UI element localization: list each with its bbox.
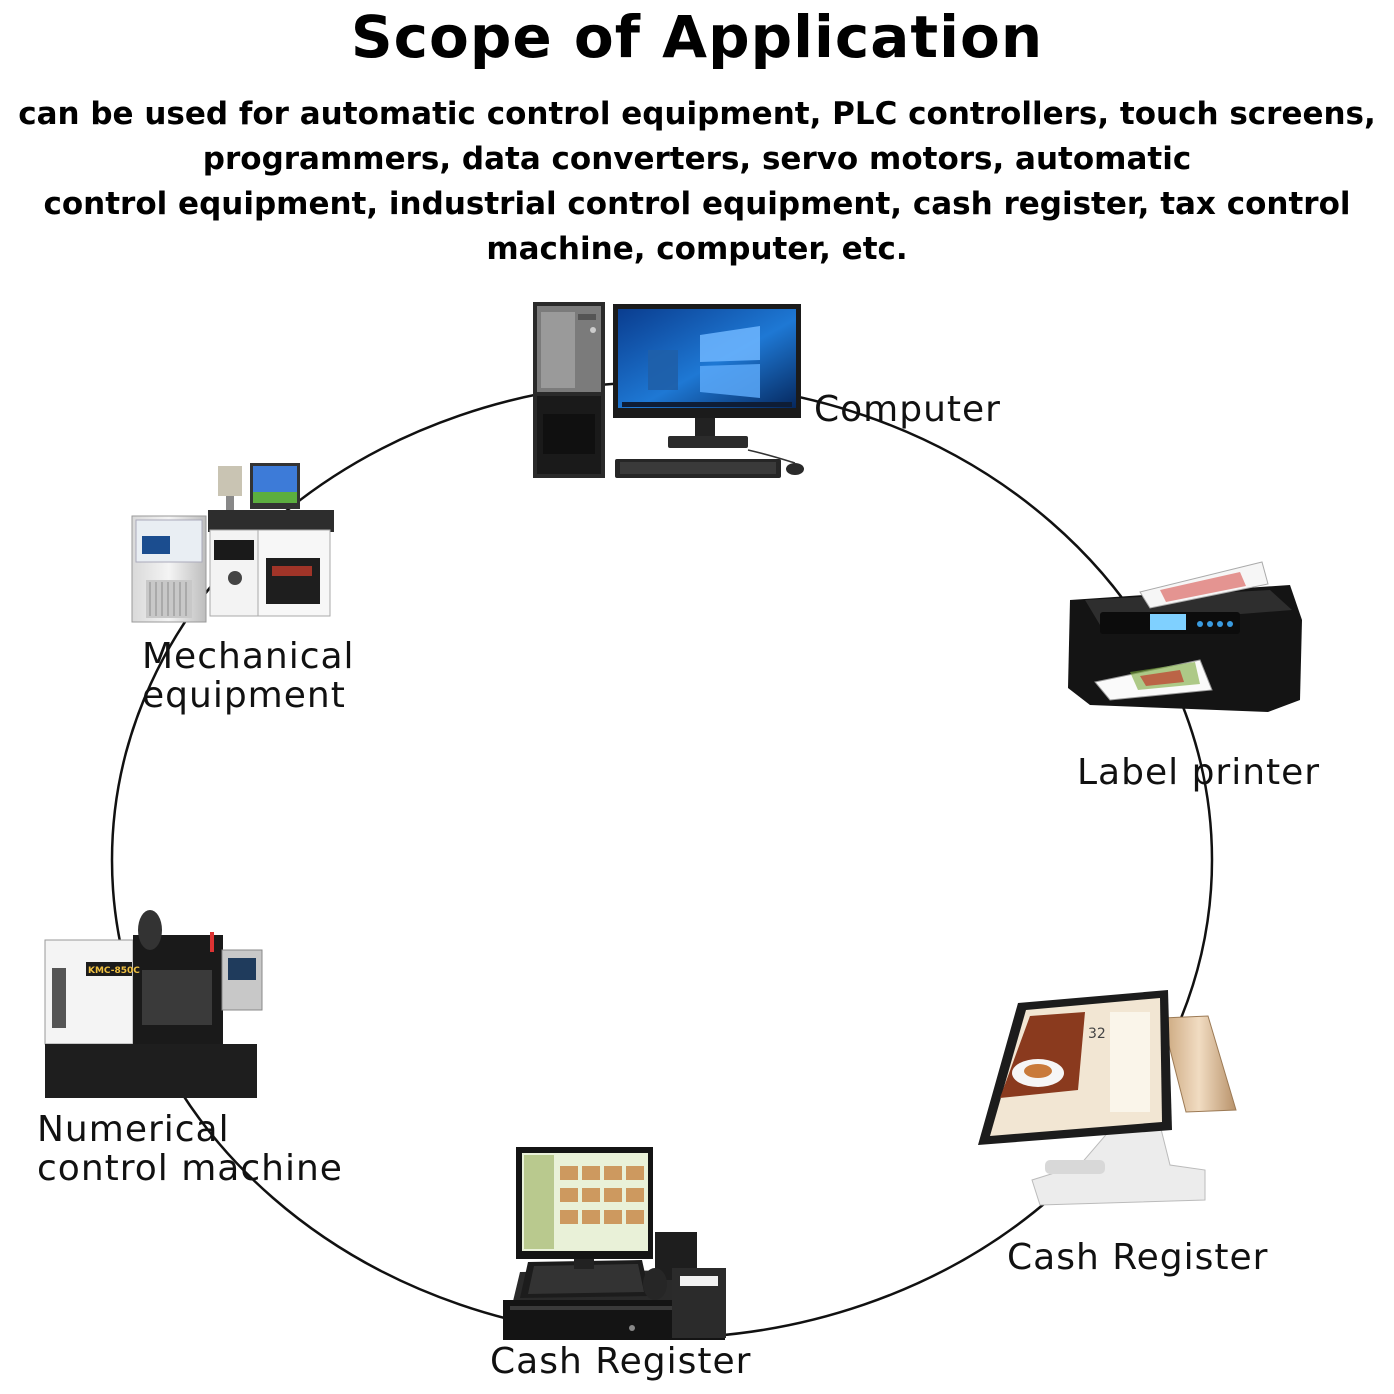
label-label-printer: Label printer xyxy=(1077,752,1321,793)
computer-image xyxy=(533,302,804,478)
machine-panel-text: KMC-850C xyxy=(88,966,140,976)
mechanical-equipment-image xyxy=(131,463,334,623)
subtitle-line: machine, computer, etc. xyxy=(486,231,908,267)
cash-register-right-image: 32 xyxy=(978,990,1237,1206)
subtitle-line: programmers, data converters, servo moto… xyxy=(202,141,1192,177)
subtitle-line: control equipment, industrial control eq… xyxy=(43,186,1351,222)
cnc-machine-image: KMC-850C xyxy=(44,910,263,1098)
label-mechanical-line1: Mechanical xyxy=(142,636,355,677)
label-cash-register-bottom: Cash Register xyxy=(490,1341,752,1382)
subtitle: can be used for automatic control equipm… xyxy=(0,92,1394,272)
label-computer: Computer xyxy=(814,389,1001,430)
svg-text:32: 32 xyxy=(1088,1026,1106,1042)
page-title: Scope of Application xyxy=(350,3,1044,71)
label-numerical-line1: Numerical xyxy=(37,1109,230,1150)
label-mechanical-line2: equipment xyxy=(142,675,346,716)
label-cash-register-right: Cash Register xyxy=(1007,1237,1269,1278)
cash-register-bottom-image xyxy=(503,1147,726,1340)
subtitle-line: can be used for automatic control equipm… xyxy=(18,96,1376,132)
label-numerical-line2: control machine xyxy=(37,1148,343,1189)
label-printer-image xyxy=(1068,561,1302,712)
